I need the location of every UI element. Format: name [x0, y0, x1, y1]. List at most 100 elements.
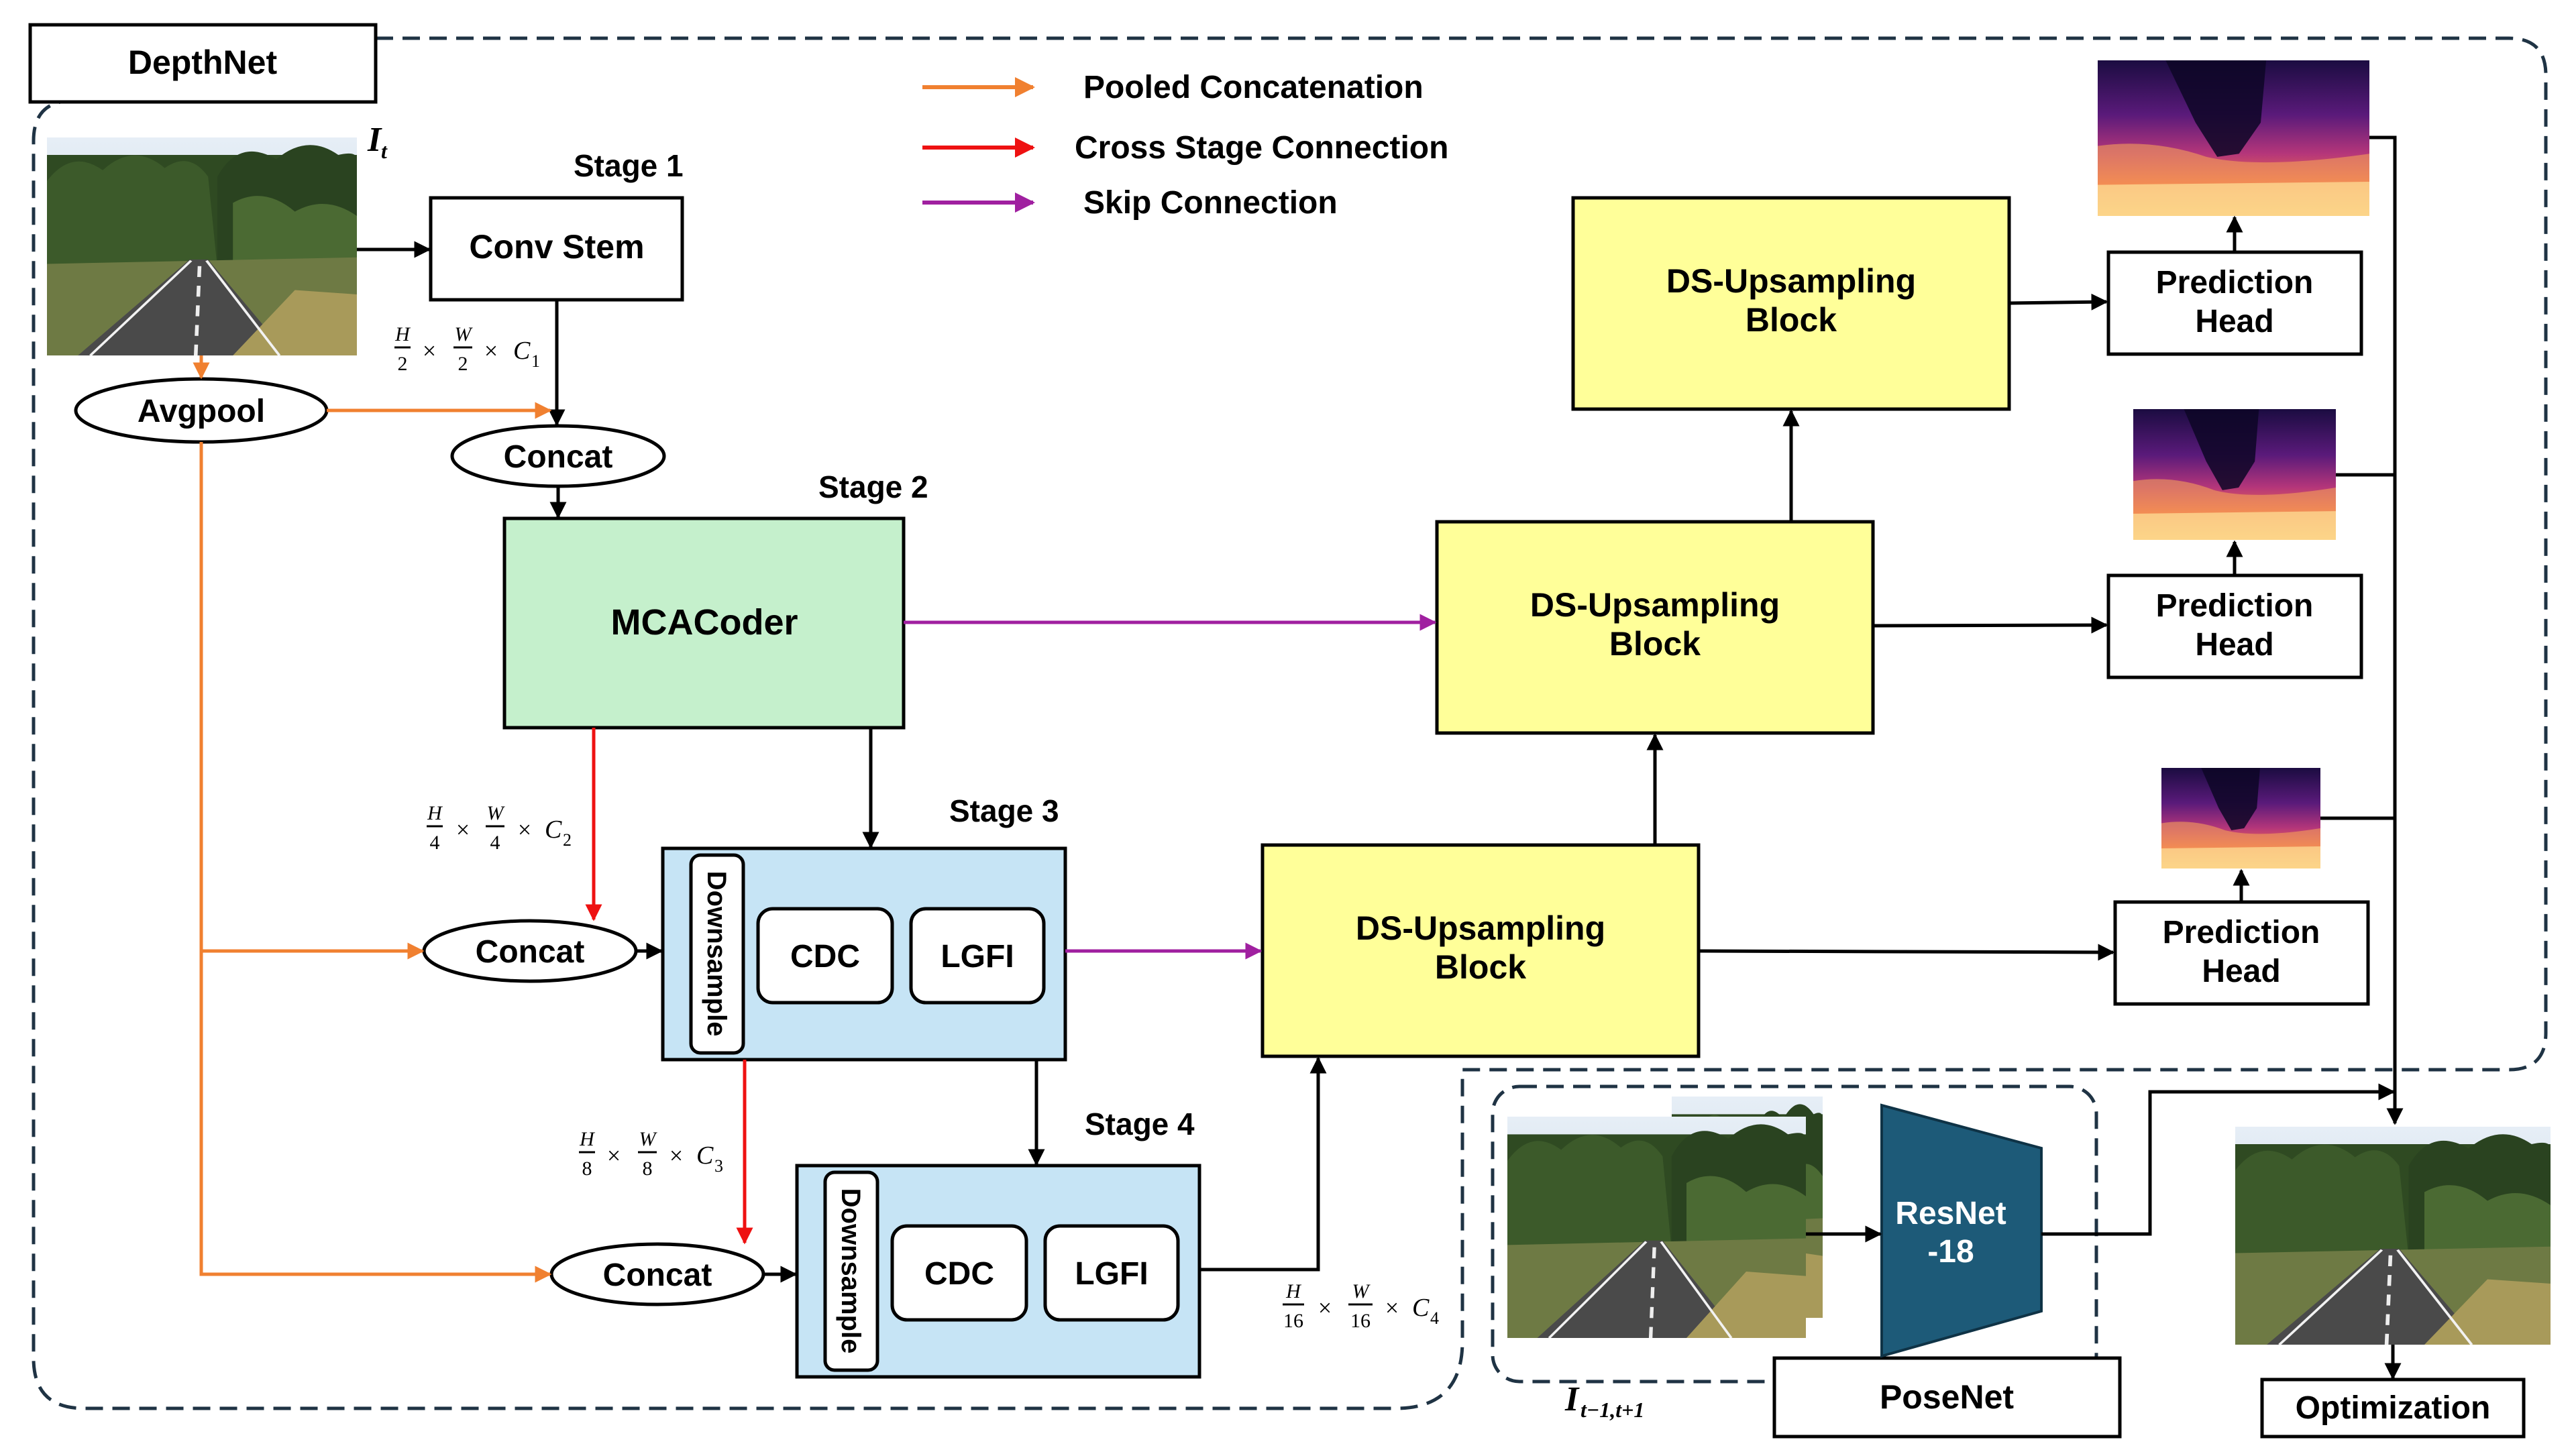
- cdc-stage-4: CDC: [890, 1224, 1028, 1322]
- legend-item-pooled-concatenation: Pooled Concatenation: [922, 70, 1424, 105]
- svg-text:Cross Stage Connection: Cross Stage Connection: [1075, 130, 1448, 166]
- stage-4-label: Stage 4: [1085, 1107, 1195, 1141]
- svg-text:Downsample: Downsample: [702, 871, 731, 1037]
- svg-text:Pooled Concatenation: Pooled Concatenation: [1083, 70, 1424, 105]
- ds-upsampling-block-bottom: DS-Upsampling Block: [1261, 843, 1701, 1058]
- svg-text:H: H: [394, 323, 411, 345]
- svg-text:CDC: CDC: [790, 939, 860, 974]
- svg-text:Optimization: Optimization: [2296, 1390, 2491, 1426]
- svg-text:C: C: [696, 1141, 714, 1170]
- input-image-it: [47, 137, 357, 355]
- svg-text:×: ×: [1318, 1294, 1332, 1321]
- conv-stem-block: Conv Stem: [429, 196, 684, 302]
- downsample-stage-3: Downsample: [689, 853, 745, 1055]
- svg-text:MCACoder: MCACoder: [611, 602, 798, 642]
- downsample-stage-4: Downsample: [823, 1170, 879, 1372]
- concat-node-1: Concat: [450, 424, 666, 488]
- lgfi-stage-4: LGFI: [1043, 1224, 1180, 1322]
- svg-text:-18: -18: [1927, 1234, 1974, 1270]
- prediction-head-bottom: Prediction Head: [2113, 900, 2370, 1006]
- svg-text:Concat: Concat: [476, 934, 585, 970]
- input-prev-next-label: I t−1,t+1: [1564, 1380, 1644, 1422]
- svg-text:1: 1: [531, 351, 540, 371]
- svg-text:4: 4: [490, 832, 500, 854]
- depthnet-frame: [32, 36, 2548, 1410]
- black-connections: [357, 135, 2404, 1380]
- dimension-label-stage-3: H 8 × W 8 × C 3: [579, 1128, 723, 1180]
- svg-text:W: W: [1352, 1280, 1371, 1302]
- svg-text:DS-Upsampling: DS-Upsampling: [1356, 909, 1605, 947]
- svg-text:16: 16: [1350, 1310, 1371, 1332]
- mcacoder-block: MCACoder: [502, 516, 906, 730]
- stage-1-label: Stage 1: [574, 148, 684, 183]
- resnet-18-encoder: ResNet -18: [1880, 1103, 2043, 1358]
- legend: Pooled Concatenation Cross Stage Connect…: [922, 70, 1448, 221]
- prediction-head-middle: Prediction Head: [2106, 573, 2363, 679]
- prediction-head-top: Prediction Head: [2106, 250, 2363, 356]
- cross-stage-connections: [585, 728, 753, 1245]
- pooled-concatenation-connections: [193, 355, 552, 1283]
- svg-text:2: 2: [398, 353, 408, 375]
- posenet-title: PoseNet: [1772, 1356, 2122, 1439]
- svg-text:DepthNet: DepthNet: [128, 44, 278, 81]
- svg-text:W: W: [455, 323, 474, 345]
- svg-text:ResNet: ResNet: [1895, 1196, 2006, 1231]
- svg-text:C: C: [545, 816, 562, 844]
- svg-text:C: C: [513, 337, 531, 365]
- svg-text:H: H: [579, 1128, 596, 1150]
- input-it-label: I t: [367, 121, 388, 163]
- skip-connections: [904, 614, 1437, 960]
- svg-text:W: W: [639, 1128, 658, 1150]
- svg-text:LGFI: LGFI: [1075, 1256, 1148, 1292]
- svg-text:t: t: [381, 139, 388, 163]
- svg-text:Head: Head: [2195, 304, 2273, 339]
- concat-node-2: Concat: [422, 919, 638, 983]
- svg-text:H: H: [427, 802, 443, 824]
- svg-text:×: ×: [484, 337, 498, 364]
- svg-text:×: ×: [456, 816, 470, 843]
- depth-map-middle: [2133, 409, 2336, 540]
- svg-text:Head: Head: [2202, 954, 2280, 989]
- svg-text:Block: Block: [1609, 625, 1701, 663]
- svg-text:4: 4: [430, 832, 440, 854]
- ds-upsampling-block-top: DS-Upsampling Block: [1571, 196, 2011, 411]
- svg-text:Skip Connection: Skip Connection: [1083, 185, 1338, 221]
- svg-text:Conv Stem: Conv Stem: [469, 228, 644, 266]
- reconstructed-image: [2235, 1127, 2551, 1345]
- optimization-box: Optimization: [2260, 1378, 2526, 1439]
- svg-text:×: ×: [1385, 1294, 1399, 1321]
- lgfi-stage-3: LGFI: [909, 907, 1046, 1005]
- stage-2-label: Stage 2: [818, 469, 928, 504]
- svg-text:Concat: Concat: [504, 439, 613, 475]
- depth-map-bottom: [2161, 768, 2320, 869]
- dimension-label-stage-1: H 2 × W 2 × C 1: [394, 323, 540, 375]
- svg-text:LGFI: LGFI: [941, 939, 1014, 974]
- svg-text:4: 4: [1430, 1308, 1439, 1328]
- svg-text:Concat: Concat: [603, 1257, 712, 1293]
- svg-text:CDC: CDC: [924, 1256, 994, 1292]
- svg-text:×: ×: [669, 1142, 683, 1169]
- svg-text:8: 8: [643, 1158, 653, 1180]
- cdc-stage-3: CDC: [756, 907, 894, 1005]
- stage-4-block: Downsample CDC LGFI: [795, 1164, 1201, 1379]
- svg-text:Prediction: Prediction: [2156, 588, 2314, 624]
- svg-text:2: 2: [563, 830, 572, 850]
- depthnet-title: DepthNet: [28, 23, 378, 104]
- svg-text:H: H: [1285, 1280, 1302, 1302]
- concat-node-3: Concat: [549, 1242, 765, 1306]
- svg-text:DS-Upsampling: DS-Upsampling: [1666, 262, 1916, 300]
- stage-3-label: Stage 3: [949, 793, 1059, 828]
- svg-text:×: ×: [423, 337, 436, 364]
- svg-text:DS-Upsampling: DS-Upsampling: [1530, 586, 1780, 624]
- svg-text:C: C: [1412, 1294, 1430, 1322]
- svg-text:Downsample: Downsample: [836, 1188, 865, 1354]
- svg-text:Prediction: Prediction: [2163, 915, 2320, 950]
- svg-text:3: 3: [714, 1156, 723, 1176]
- legend-item-cross-stage-connection: Cross Stage Connection: [922, 130, 1448, 166]
- svg-text:16: 16: [1283, 1310, 1303, 1332]
- svg-text:I: I: [367, 121, 382, 159]
- dimension-label-stage-2: H 4 × W 4 × C 2: [427, 802, 572, 854]
- svg-text:×: ×: [607, 1142, 621, 1169]
- svg-text:Avgpool: Avgpool: [138, 394, 265, 429]
